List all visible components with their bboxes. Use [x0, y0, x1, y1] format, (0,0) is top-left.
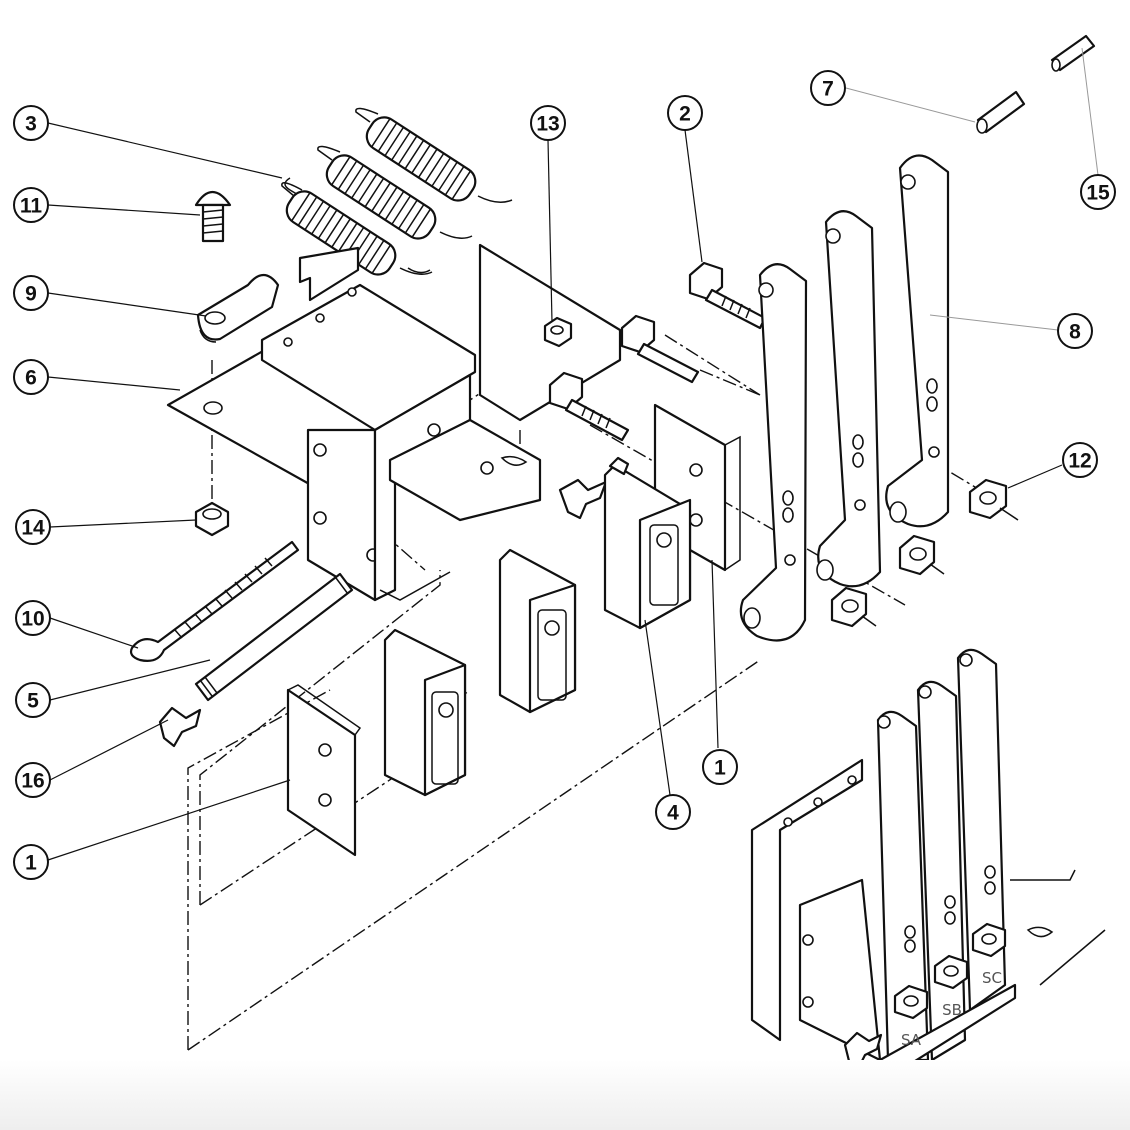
svg-text:16: 16 [21, 770, 44, 793]
callout-1-left: 1 [13, 844, 49, 880]
callout-5: 5 [15, 682, 51, 718]
inset-lever-c [956, 648, 1007, 1012]
callout-6: 6 [13, 359, 49, 395]
svg-text:4: 4 [667, 802, 679, 825]
svg-text:7: 7 [822, 78, 834, 101]
bracket-frame-6 [166, 243, 622, 602]
svg-text:6: 6 [25, 367, 37, 390]
svg-text:2: 2 [679, 103, 691, 126]
bolt-2-mid [620, 314, 700, 384]
lever-c [885, 154, 950, 528]
lever-a [739, 263, 808, 642]
inset-assembled-view: SA SB SC [750, 648, 1106, 1082]
callout-14: 14 [15, 509, 51, 545]
spring-1 [281, 182, 433, 276]
svg-text:10: 10 [21, 608, 44, 631]
callout-7: 7 [810, 70, 846, 106]
screw-10 [129, 540, 300, 662]
nut-14 [194, 501, 230, 537]
cable-clip-9 [196, 273, 280, 343]
inset-lever-a [876, 710, 930, 1062]
svg-text:9: 9 [25, 283, 37, 306]
switch-3 [383, 628, 467, 797]
spring-2 [317, 145, 473, 240]
switch-1 [603, 456, 692, 630]
callout-4: 4 [655, 794, 691, 830]
bolt-2-low [548, 371, 630, 442]
callout-15: 15 [1080, 174, 1116, 210]
inset-nuts [893, 922, 1007, 1020]
wing-clip [558, 478, 608, 520]
nut-13 [543, 316, 573, 348]
callout-10: 10 [15, 600, 51, 636]
nuts-12 [830, 478, 1019, 628]
svg-text:11: 11 [20, 195, 43, 218]
spring-3 [355, 107, 513, 203]
lever-b [816, 210, 882, 588]
callout-9: 9 [13, 275, 49, 311]
callouts: 3 11 9 6 14 10 5 16 1 13 2 7 15 8 12 1 4 [13, 70, 1116, 880]
inset-label-sa: SA [901, 1031, 922, 1049]
callout-12: 12 [1062, 442, 1098, 478]
switch-2 [498, 548, 577, 714]
pin-7 [976, 90, 1026, 134]
callout-3: 3 [13, 105, 49, 141]
spring [284, 177, 431, 274]
svg-text:13: 13 [536, 113, 559, 136]
bolt-2-top [688, 261, 767, 330]
callout-1-right: 1 [702, 749, 738, 785]
svg-text:1: 1 [714, 757, 726, 780]
svg-text:15: 15 [1086, 182, 1110, 205]
svg-text:5: 5 [27, 690, 39, 713]
svg-text:8: 8 [1069, 321, 1081, 344]
springs [281, 107, 513, 276]
plate-1-left [286, 684, 362, 857]
callout-8: 8 [1057, 313, 1093, 349]
pin-15 [1050, 34, 1096, 72]
inset-label-sc: SC [982, 969, 1002, 987]
callout-13: 13 [530, 105, 566, 141]
callout-11: 11 [13, 187, 49, 223]
svg-text:3: 3 [25, 113, 37, 136]
svg-text:12: 12 [1068, 450, 1091, 473]
screw-11 [194, 190, 232, 243]
inset-label-sb: SB [942, 1001, 962, 1019]
callout-16: 16 [15, 762, 51, 798]
wing-nut-16 [158, 706, 202, 748]
pivot-rod-5 [194, 572, 354, 702]
leader-lines [47, 47, 1099, 861]
svg-text:14: 14 [21, 517, 45, 540]
callout-2: 2 [667, 95, 703, 131]
svg-text:1: 1 [25, 852, 37, 875]
levers-8 [739, 154, 950, 642]
bottom-shade [0, 1060, 1130, 1130]
